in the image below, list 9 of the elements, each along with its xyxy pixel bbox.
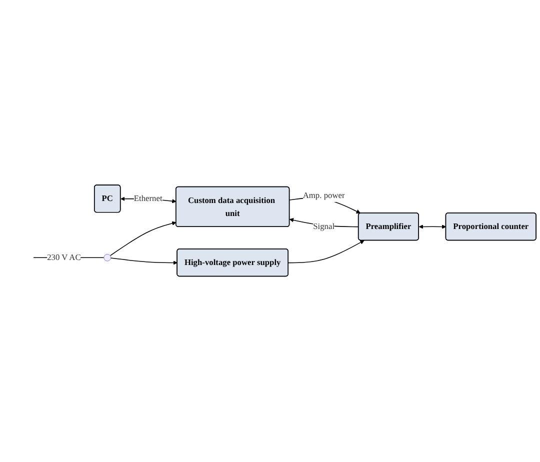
arrow <box>110 258 178 266</box>
arrow <box>288 240 364 264</box>
edge-label: Amp. power <box>302 191 345 200</box>
node-circle <box>104 254 112 262</box>
arrow <box>110 222 176 256</box>
arrow <box>418 224 446 230</box>
edge-label: 230 V AC <box>47 253 81 263</box>
edge-label: Signal <box>313 222 335 232</box>
edge-label: Ethernet <box>134 194 162 204</box>
